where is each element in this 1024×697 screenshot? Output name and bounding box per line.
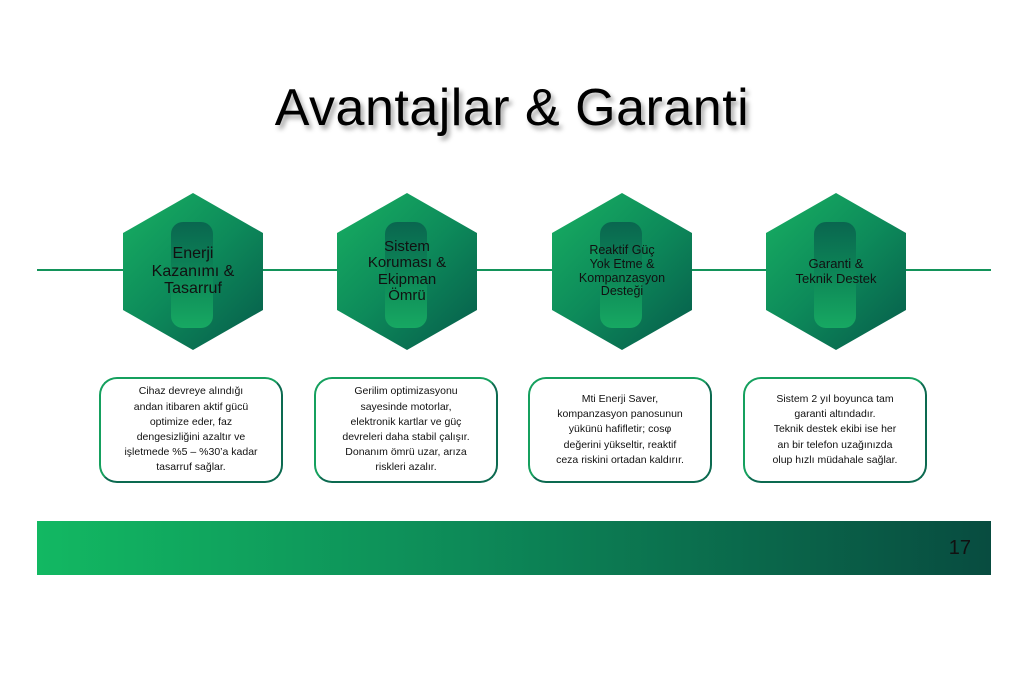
slide-title: Avantajlar & Garanti: [274, 79, 750, 137]
hex-step-reactive-power: Reaktif Güç Yok Etme & Kompanzasyon Dest…: [552, 193, 692, 350]
hex-band: [600, 222, 642, 328]
page-number: 17: [948, 537, 971, 559]
description-card-warranty-support: Sistem 2 yıl boyunca tam garanti altında…: [743, 377, 927, 483]
description-card-system-protection: Gerilim optimizasyonu sayesinde motorlar…: [314, 377, 498, 483]
timeline-line: [37, 269, 991, 271]
footer-bar: 17: [37, 521, 991, 575]
hex-step-energy-savings: Enerji Kazanımı & Tasarruf: [123, 193, 263, 350]
hex-band: [814, 222, 856, 328]
hex-step-warranty-support: Garanti & Teknik Destek: [766, 193, 906, 350]
hex-step-system-protection: Sistem Koruması & Ekipman Ömrü: [337, 193, 477, 350]
hex-label: Reaktif Güç Yok Etme & Kompanzasyon Dest…: [578, 243, 666, 299]
hex-label: Sistem Koruması & Ekipman Ömrü: [367, 237, 447, 304]
hex-band: [171, 222, 213, 328]
hex-label: Enerji Kazanımı & Tasarruf: [151, 245, 235, 298]
description-card-energy-savings: Cihaz devreye alındığı andan itibaren ak…: [99, 377, 283, 483]
hex-label: Garanti & Teknik Destek: [795, 256, 877, 286]
hex-band: [385, 222, 427, 328]
description-card-reactive-power: Mti Enerji Saver, kompanzasyon panosunun…: [528, 377, 712, 483]
